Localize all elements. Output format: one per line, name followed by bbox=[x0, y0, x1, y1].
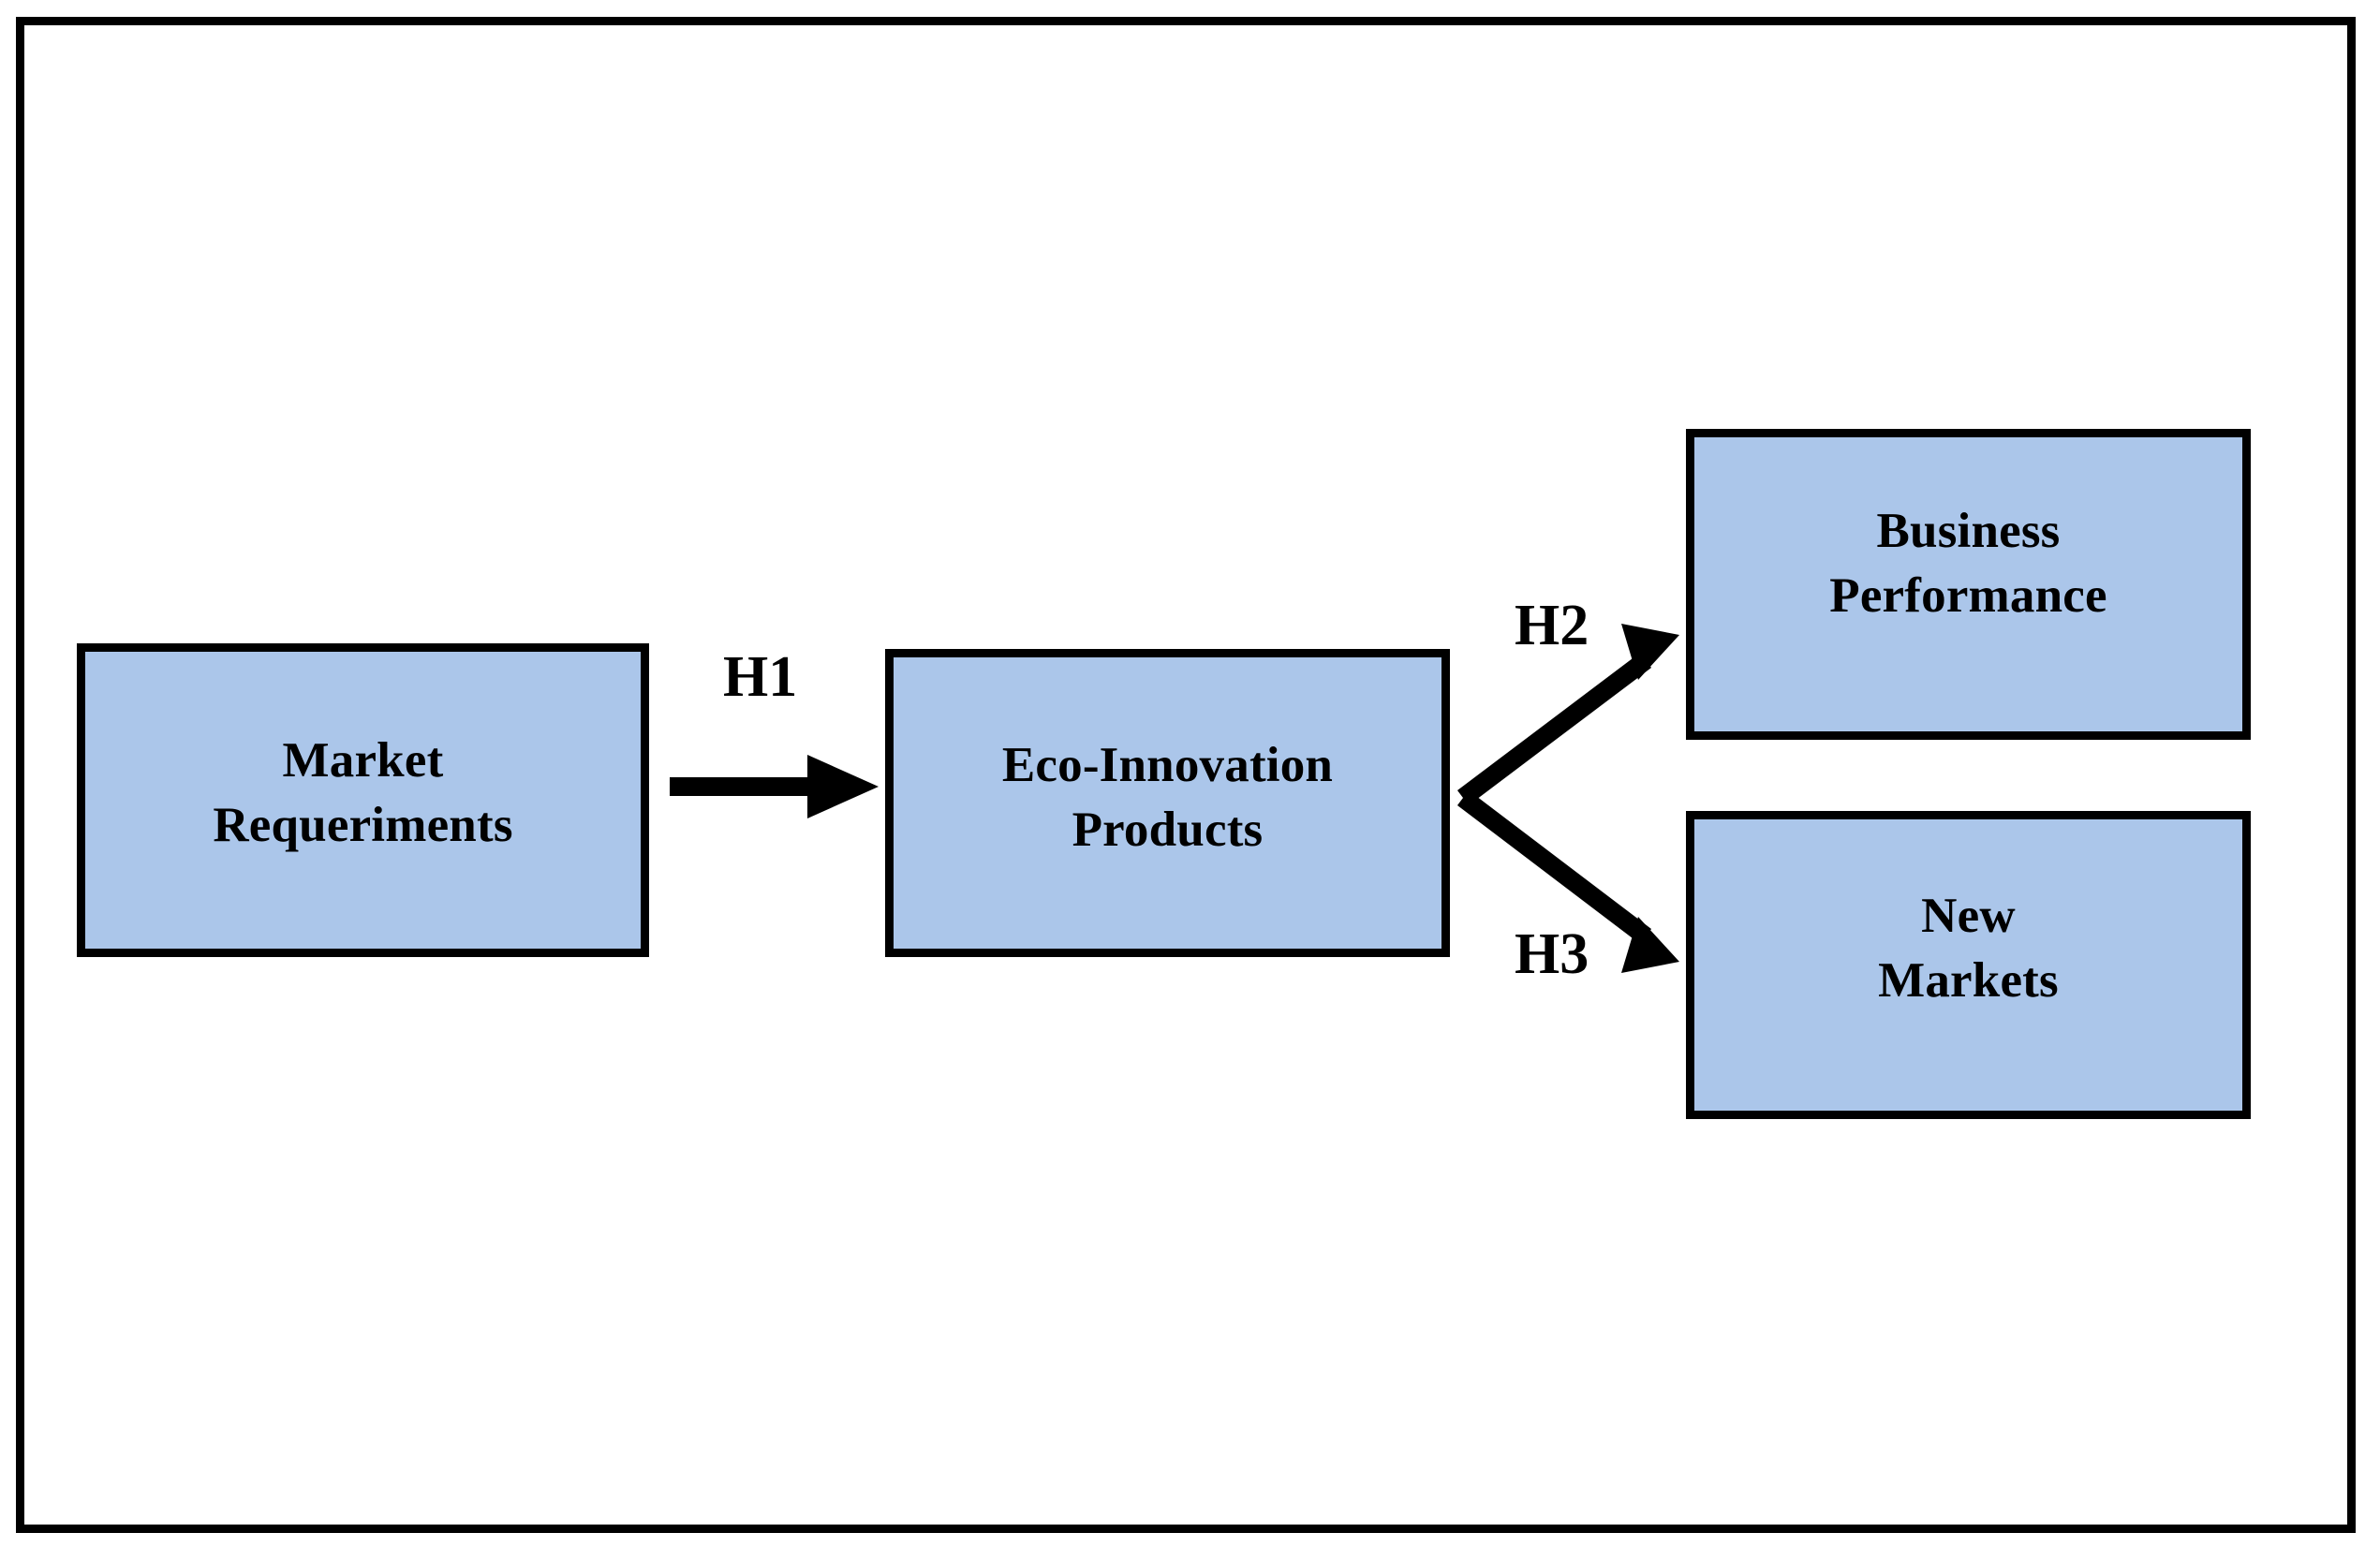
node-business-performance-line-1: Business bbox=[1876, 504, 2061, 559]
node-new-markets-text: New Markets bbox=[1878, 884, 2059, 1013]
node-market-requirements-line-2: Requeriments bbox=[213, 797, 513, 852]
node-market-requirements-line-1: Market bbox=[282, 732, 444, 788]
node-new-markets[interactable]: New Markets bbox=[1686, 811, 2251, 1119]
node-market-requirements[interactable]: Market Requeriments bbox=[77, 643, 649, 957]
node-new-markets-line-2: Markets bbox=[1878, 952, 2059, 1008]
node-market-requirements-text: Market Requeriments bbox=[213, 729, 512, 858]
node-eco-innovation-products-text: Eco-Innovation Products bbox=[1002, 733, 1333, 862]
node-eco-innovation-products-line-1: Eco-Innovation bbox=[1001, 737, 1334, 792]
node-business-performance-text: Business Performance bbox=[1829, 499, 2107, 628]
node-business-performance[interactable]: Business Performance bbox=[1686, 429, 2251, 740]
edge-label-h1: H1 bbox=[723, 645, 798, 709]
edge-label-h2: H2 bbox=[1515, 594, 1589, 657]
node-business-performance-line-2: Performance bbox=[1829, 568, 2107, 623]
node-eco-innovation-products-line-2: Products bbox=[1072, 802, 1264, 857]
node-eco-innovation-products[interactable]: Eco-Innovation Products bbox=[885, 649, 1450, 957]
edge-label-h3: H3 bbox=[1515, 922, 1589, 986]
node-new-markets-line-1: New bbox=[1921, 888, 2016, 943]
